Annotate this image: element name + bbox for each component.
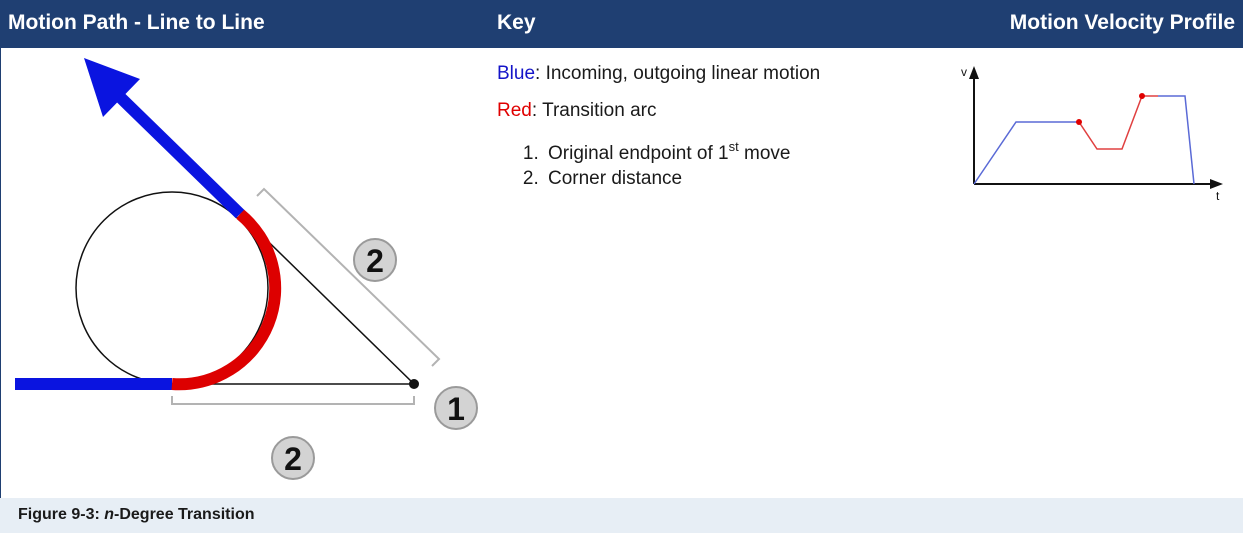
caption-prefix: Figure 9-3: [18, 506, 105, 523]
endpoint-marker [409, 379, 419, 389]
callout-1-endpoint: 1 [434, 386, 478, 430]
profile-blue-segment-1 [973, 121, 1079, 185]
outgoing-linear-motion [116, 93, 245, 219]
key-item-1-tail: move [738, 143, 791, 164]
header-velocity-profile: Motion Velocity Profile [1009, 11, 1235, 34]
corner-distance-bracket-bottom [171, 396, 415, 405]
outgoing-arrowhead [84, 58, 140, 117]
velocity-profile-graph: v t [961, 65, 1223, 203]
key-blue-entry: Blue: Incoming, outgoing linear motion [497, 61, 927, 86]
key-blue-text: : Incoming, outgoing linear motion [535, 63, 821, 84]
key-red-entry: Red: Transition arc [497, 98, 927, 123]
profile-red-segment [1078, 95, 1158, 150]
velocity-axis-arrow [969, 66, 979, 79]
velocity-axis-label: v [961, 65, 967, 79]
caption-italic: n [104, 506, 115, 523]
transition-arc [171, 209, 282, 391]
profile-transition-start-dot [1076, 119, 1082, 125]
callout-2-diagonal: 2 [353, 238, 397, 282]
key-red-text: : Transition arc [531, 100, 657, 121]
callout-2-bottom: 2 [271, 436, 315, 480]
caption-suffix: -Degree Transition [114, 506, 255, 523]
table-body [0, 48, 1243, 498]
key-item-2-text: Corner distance [548, 168, 683, 189]
key-item-1-text: Original endpoint of 1 [548, 143, 729, 164]
time-axis-label: t [1216, 189, 1220, 203]
key-list-item: Original endpoint of 1st move [544, 139, 927, 166]
caption-bar: Figure 9-3: n-Degree Transition [0, 498, 1243, 533]
callout-2-bottom-label: 2 [284, 441, 302, 477]
figure-caption: Figure 9-3: n-Degree Transition [18, 506, 255, 524]
header-key: Key [497, 11, 536, 34]
callout-2-label: 2 [366, 243, 384, 279]
time-axis-arrow [1210, 179, 1223, 189]
corner-distance-bracket-diagonal [256, 187, 441, 367]
table-header: Motion Path - Line to Line Key Motion Ve… [0, 0, 1243, 48]
key-list-item: Corner distance [544, 166, 927, 191]
key-blue-word: Blue [497, 63, 536, 84]
key-red-word: Red [497, 100, 532, 121]
motion-path-diagram: 2 1 2 [15, 58, 478, 480]
callout-1-label: 1 [447, 391, 465, 427]
profile-transition-end-dot [1139, 93, 1145, 99]
key-column: Blue: Incoming, outgoing linear motion R… [497, 61, 927, 191]
profile-blue-segment-2 [1158, 95, 1195, 185]
key-item-1-sup: st [728, 139, 739, 154]
header-motion-path: Motion Path - Line to Line [8, 11, 265, 34]
key-numbered-list: Original endpoint of 1st move Corner dis… [497, 139, 927, 191]
